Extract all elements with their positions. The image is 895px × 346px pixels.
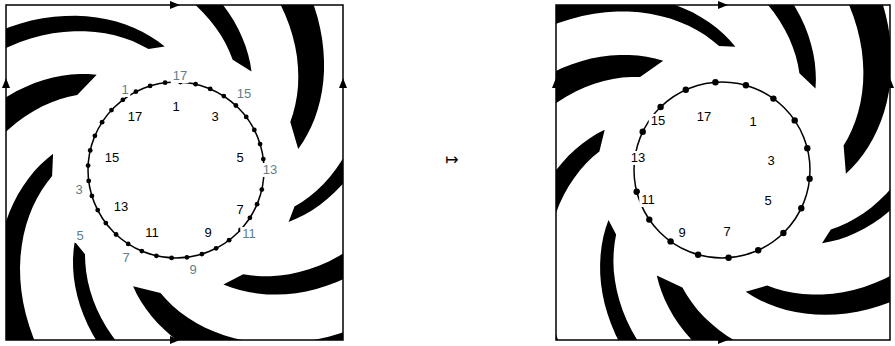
boundary-dot [95, 208, 100, 213]
boundary-dot [255, 202, 260, 207]
boundary-dot [770, 95, 776, 101]
boundary-dot [148, 84, 153, 89]
boundary-dot [93, 133, 98, 138]
boundary-dot [169, 256, 174, 261]
boundary-dot [657, 104, 663, 110]
boundary-dot [798, 205, 804, 211]
index-label: 5 [234, 151, 245, 165]
index-label: 9 [202, 226, 213, 240]
boundary-dot [792, 117, 798, 123]
boundary-circle [634, 82, 810, 258]
boundary-dot [214, 246, 219, 251]
boundary-dot [743, 82, 749, 88]
boundary-dot [780, 230, 786, 236]
stripe-pattern [6, 5, 343, 340]
boundary-dot [712, 79, 718, 85]
boundary-dots [86, 80, 267, 261]
boundary-dot [100, 120, 105, 125]
grey-index-label: 11 [240, 227, 258, 241]
index-label: 7 [721, 225, 732, 239]
maps-to-symbol: ↦ [443, 153, 460, 167]
boundary-dot [227, 238, 232, 243]
boundary-dot [806, 176, 812, 182]
black-band [556, 55, 663, 340]
boundary-dot [667, 238, 673, 244]
boundary-dot [114, 232, 119, 237]
boundary-dot [252, 127, 257, 132]
boundary-dot [121, 97, 126, 102]
index-label: 13 [629, 151, 647, 165]
boundary-dot [259, 187, 264, 192]
boundary-dot [139, 249, 144, 254]
index-label: 11 [143, 226, 161, 240]
boundary-dot [695, 252, 701, 258]
square-frame [6, 5, 343, 340]
boundary-dot [683, 87, 689, 93]
index-label: 11 [639, 193, 657, 207]
index-label: 3 [765, 154, 776, 168]
boundary-dot [258, 142, 263, 147]
boundary-dot [221, 94, 226, 99]
grey-index-label: 5 [74, 229, 85, 243]
boundary-dot [163, 80, 168, 85]
boundary-dot [185, 255, 190, 260]
black-band [556, 5, 816, 89]
boundary-dot [804, 145, 810, 151]
boundary-dot [244, 115, 249, 120]
boundary-dot [200, 252, 205, 257]
index-label: 1 [747, 115, 758, 129]
boundary-dot [208, 87, 213, 92]
boundary-dot [646, 216, 652, 222]
black-band [73, 242, 343, 340]
boundary-dot [725, 255, 731, 261]
boundary-circle [88, 82, 264, 258]
boundary-dot [261, 157, 266, 162]
index-label: 17 [695, 110, 713, 124]
grey-index-label: 15 [235, 87, 253, 101]
boundary-dot [126, 242, 131, 247]
index-label: 17 [126, 110, 144, 124]
index-label: 15 [649, 114, 667, 128]
index-label: 5 [762, 194, 773, 208]
grey-index-label: 7 [120, 251, 131, 265]
black-band [6, 74, 97, 340]
grey-index-label: 1 [119, 83, 130, 97]
boundary-dot [640, 129, 646, 135]
black-band [6, 5, 252, 72]
index-label: 3 [209, 110, 220, 124]
index-label: 13 [112, 200, 130, 214]
boundary-dot [234, 103, 239, 108]
boundary-dot [86, 163, 91, 168]
boundary-dot [134, 89, 139, 94]
boundary-dot [86, 179, 91, 184]
grey-index-label: 13 [261, 163, 279, 177]
boundary-dot [88, 148, 93, 153]
index-label: 7 [234, 203, 245, 217]
boundary-dot [154, 253, 159, 258]
square-frame [556, 5, 890, 340]
boundary-dot [109, 108, 114, 113]
grey-index-label: 17 [171, 69, 189, 83]
boundary-dots [631, 79, 813, 261]
boundary-dot [248, 215, 253, 220]
index-label: 9 [676, 226, 687, 240]
boundary-dot [103, 221, 108, 226]
stripe-pattern [556, 5, 890, 340]
boundary-dot [90, 194, 95, 199]
boundary-dot [193, 82, 198, 87]
index-label: 15 [103, 151, 121, 165]
grey-index-label: 9 [187, 263, 198, 277]
boundary-dot [755, 247, 761, 253]
index-label: 1 [170, 100, 181, 114]
grey-index-label: 3 [73, 183, 84, 197]
